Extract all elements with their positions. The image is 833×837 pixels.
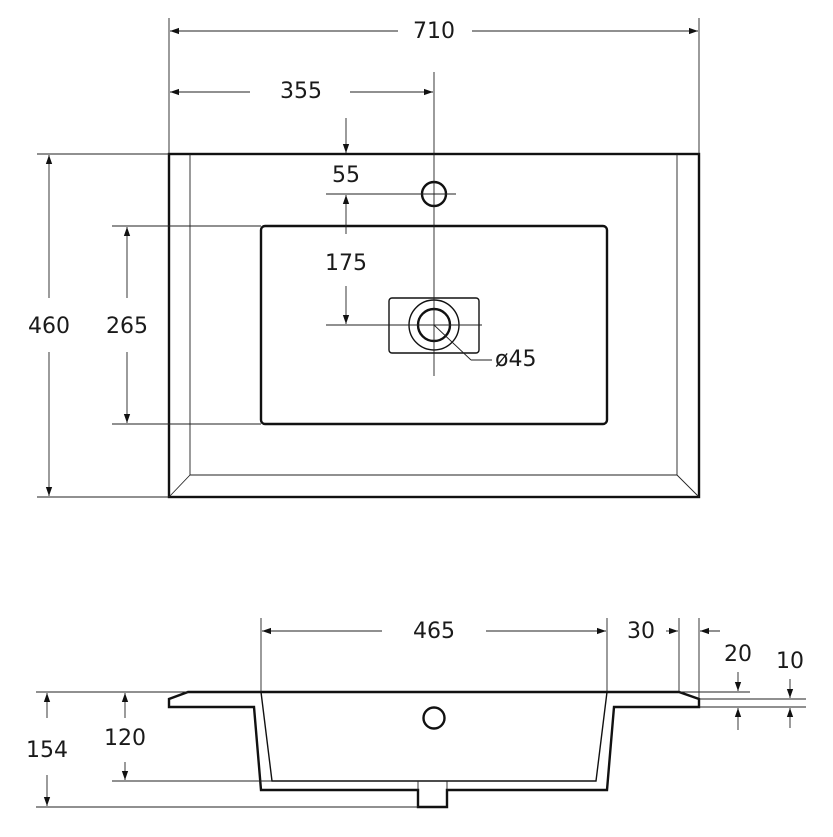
top-view: 710 355 55 175 460 265 ø45 — [28, 18, 701, 499]
dim-overall-height: 154 — [26, 738, 68, 763]
basin-profile-outer — [167, 690, 701, 809]
deck-inner-outline — [189, 154, 678, 476]
side-view: 465 30 20 10 154 120 — [26, 618, 806, 809]
dim-drain-diameter: ø45 — [495, 347, 536, 372]
dim-bowl-height: 120 — [104, 726, 146, 751]
dim-bowl-depth: 265 — [106, 314, 148, 339]
dim-bowl-width: 465 — [413, 619, 455, 644]
bevel-bottom-left — [168, 474, 191, 498]
dim-overall-depth: 460 — [28, 314, 70, 339]
leader-drain-diameter-diag — [433, 324, 472, 361]
dim-rim-width: 30 — [627, 619, 655, 644]
dim-rim-thickness-inner: 10 — [776, 649, 804, 674]
dim-tap-hole-offset: 55 — [332, 163, 360, 188]
overflow-hole — [422, 706, 446, 730]
dim-rim-thickness-outer: 20 — [724, 642, 752, 667]
dim-half-width: 355 — [280, 79, 322, 104]
dim-tap-to-drain: 175 — [325, 251, 367, 276]
bevel-bottom-right — [676, 474, 700, 498]
basin-profile-inner — [260, 691, 608, 782]
dim-overall-width: 710 — [413, 19, 455, 44]
